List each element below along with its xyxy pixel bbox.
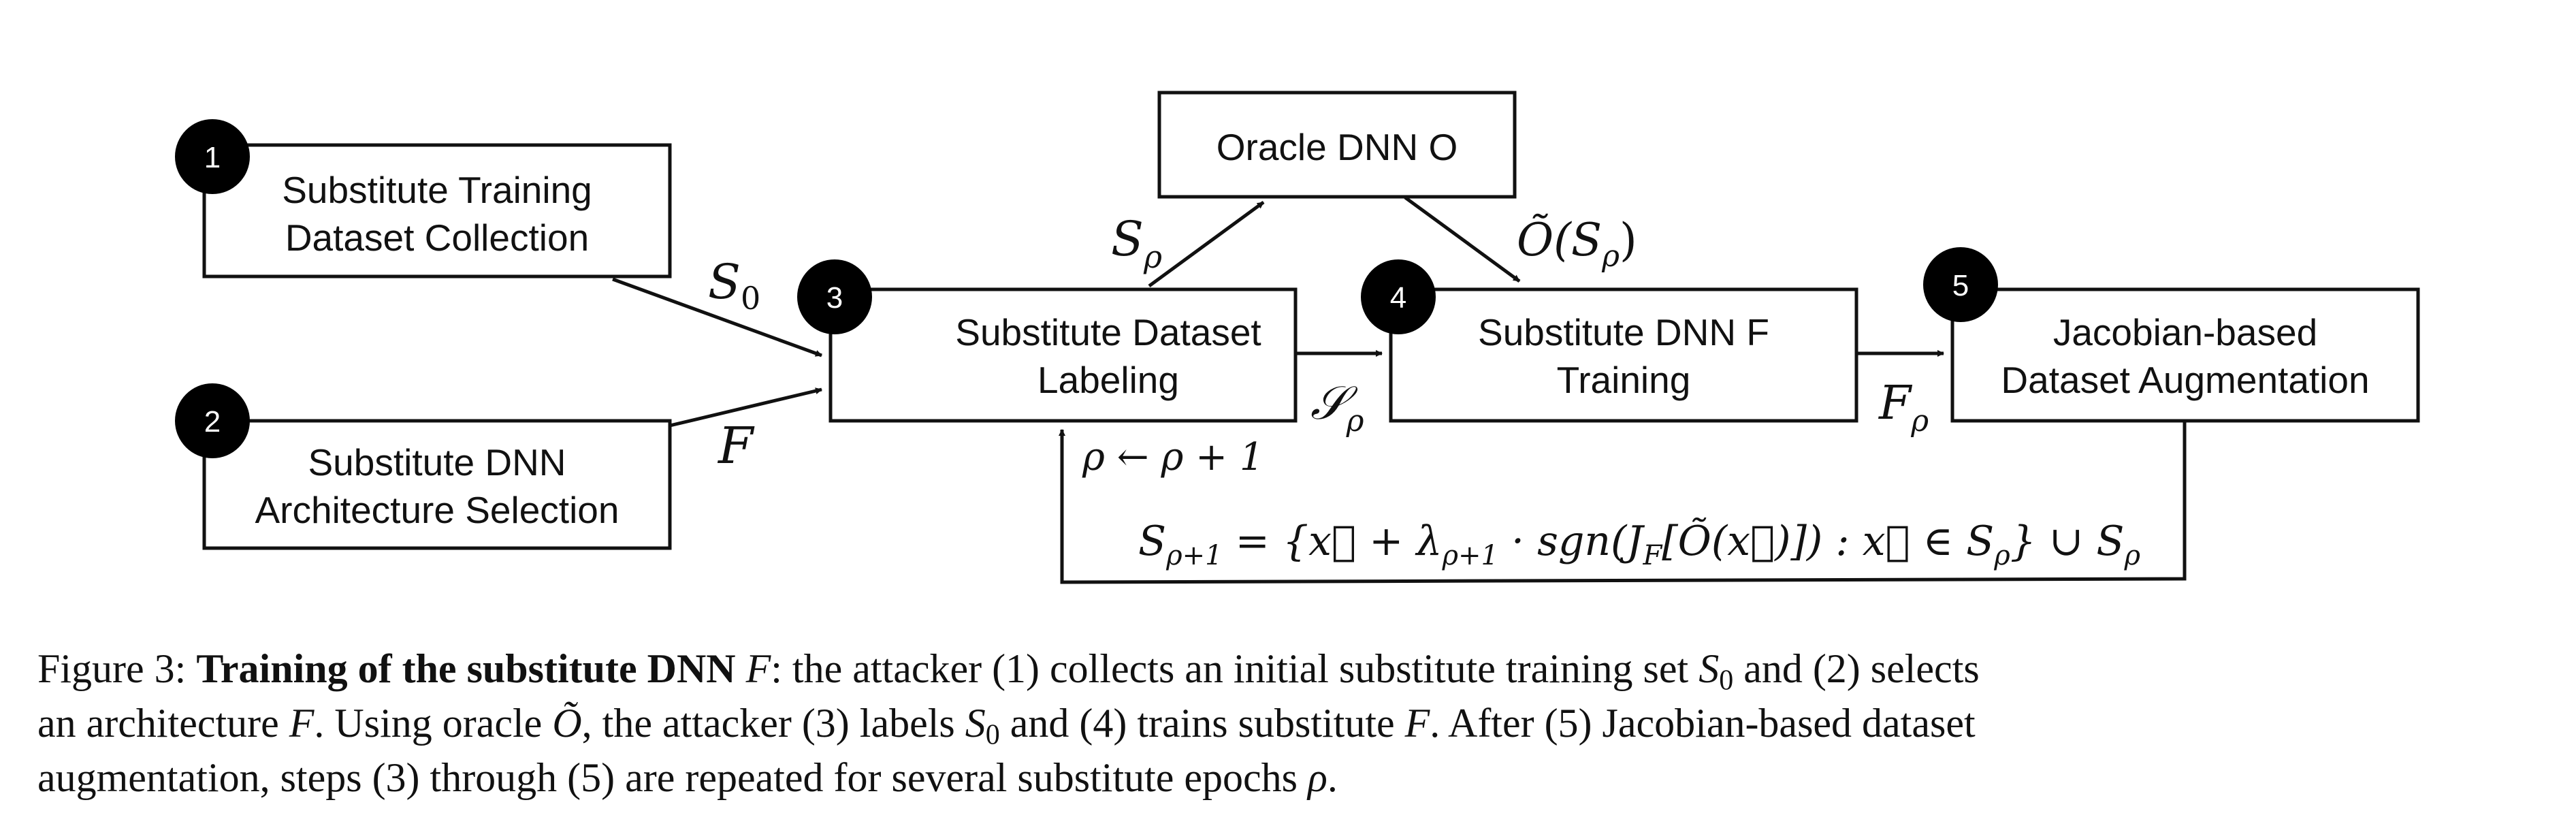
oracle-box: [1157, 91, 1517, 199]
labeling-label-line2: Labeling: [1037, 359, 1179, 401]
caption-line-3: augmentation, steps (3) through (5) are …: [37, 755, 1338, 800]
training-label-line2: Training: [1557, 359, 1691, 401]
edge-label-s0: S0: [708, 254, 760, 317]
training-box: [1389, 287, 1858, 423]
collection-box: [202, 143, 672, 278]
arrow-oracle-to-training: [1404, 195, 1521, 283]
step-2-badge: [175, 383, 250, 458]
edge-label-s-rho: Sρ: [1111, 211, 1162, 275]
edge-label-rho-update: ρ ← ρ + 1: [1082, 435, 1264, 479]
step-4-number: 4: [1390, 281, 1406, 315]
collection-label-line1: Substitute Training: [282, 169, 592, 211]
architecture-box: [202, 419, 672, 550]
augmentation-box: [1950, 287, 2420, 423]
step-3-badge: [797, 259, 872, 334]
step-4-badge: [1361, 259, 1436, 334]
arrow-architecture-to-labeling: [669, 387, 822, 428]
collection-label-line2: Dataset Collection: [285, 217, 589, 259]
step-2-number: 2: [204, 405, 221, 439]
figure-caption: Figure 3: Training of the substitute DNN…: [37, 641, 2556, 805]
edge-label-f: F: [717, 417, 755, 475]
step-5-badge: [1923, 247, 1998, 322]
caption-line-2: an architecture F. Using oracle Õ, the a…: [37, 701, 1976, 751]
caption-line-1: Figure 3: Training of the substitute DNN…: [37, 646, 1980, 697]
arrow-labeling-to-oracle: [1148, 200, 1265, 288]
architecture-label-line1: Substitute DNN: [308, 441, 566, 483]
augmentation-label-line1: Jacobian-based: [2053, 311, 2317, 353]
training-pipeline-diagram: Substitute Training Dataset Collection S…: [175, 91, 2420, 584]
labeling-label-line1: Substitute Dataset: [955, 311, 1261, 353]
step-5-number: 5: [1952, 269, 1969, 302]
step-1-number: 1: [204, 141, 221, 174]
augmentation-label-line2: Dataset Augmentation: [2001, 359, 2369, 401]
oracle-label: Oracle DNN O: [1217, 126, 1458, 168]
edge-label-f-rho: Fρ: [1878, 377, 1929, 439]
edge-label-oracle-output: Õ(Sρ): [1517, 214, 1637, 274]
arrow-collection-to-labeling: [612, 277, 822, 357]
architecture-label-line2: Architecture Selection: [255, 489, 619, 531]
update-rule-formula: Sρ+1 = {x⃗ + λρ+1 · sgn(JF[Õ(x⃗)]) : x⃗ …: [1138, 517, 2140, 571]
step-3-number: 3: [826, 281, 843, 315]
step-1-badge: [175, 119, 250, 194]
arrow-feedback-loop: [1059, 421, 2187, 584]
training-label-line1: Substitute DNN F: [1478, 311, 1769, 353]
edge-label-cal-s-rho: 𝒮ρ: [1310, 377, 1364, 439]
labeling-box: [828, 287, 1298, 423]
